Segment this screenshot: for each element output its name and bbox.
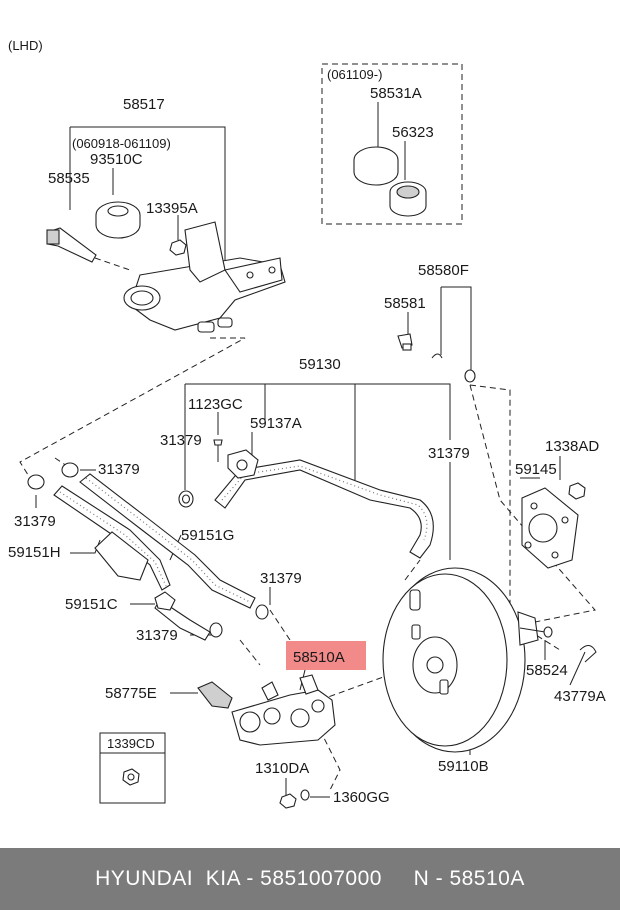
- check-valve-58581[interactable]: [397, 333, 413, 351]
- label-31379-a[interactable]: 31379: [160, 432, 202, 449]
- connector-59151C[interactable]: [154, 591, 176, 611]
- label-58531A[interactable]: 58531A: [370, 85, 422, 102]
- label-59151G[interactable]: 59151G: [181, 527, 234, 544]
- clamp-31379-a[interactable]: [178, 490, 194, 508]
- label-date-range-1: (060918-061109): [72, 136, 171, 151]
- clamp-31379-e[interactable]: [255, 604, 269, 620]
- brake-booster-59110B[interactable]: [382, 567, 546, 753]
- variant-label: (LHD): [8, 38, 43, 53]
- nut-1338AD[interactable]: [568, 482, 586, 500]
- label-59110B[interactable]: 59110B: [438, 758, 489, 775]
- label-1310DA[interactable]: 1310DA: [255, 760, 309, 777]
- clip-58580F-a[interactable]: [431, 353, 443, 359]
- label-31379-c[interactable]: 31379: [98, 461, 140, 478]
- label-59137A[interactable]: 59137A: [250, 415, 302, 432]
- clamp-31379-d[interactable]: [27, 474, 45, 490]
- footer-part-number: HYUNDAI KIA - 5851007000 N - 58510A: [95, 867, 525, 890]
- bolt-1123GC[interactable]: [213, 439, 223, 462]
- label-13395A[interactable]: 13395A: [146, 200, 198, 217]
- assembly-lines: [19, 63, 596, 791]
- vacuum-hose-59130[interactable]: [214, 459, 434, 559]
- label-56323[interactable]: 56323: [392, 124, 434, 141]
- grommet-58580F-b[interactable]: [464, 369, 476, 383]
- nut-1339CD[interactable]: [122, 768, 140, 786]
- pin-58524[interactable]: [543, 626, 553, 638]
- label-1123GC[interactable]: 1123GC: [188, 396, 243, 413]
- footer-bar: HYUNDAI KIA - 5851007000 N - 58510A: [0, 848, 620, 910]
- highlight-box: [286, 641, 366, 670]
- sleeve-59151H[interactable]: [94, 531, 149, 581]
- label-59145[interactable]: 59145: [515, 461, 557, 478]
- label-59130[interactable]: 59130: [299, 356, 341, 373]
- label-58775E[interactable]: 58775E: [105, 685, 157, 702]
- level-sensor-58535[interactable]: [46, 227, 97, 263]
- master-cylinder-58510A[interactable]: [231, 674, 336, 746]
- reservoir-cap-93510C[interactable]: [95, 201, 141, 239]
- label-59151H[interactable]: 59151H: [8, 544, 61, 561]
- label-58517[interactable]: 58517: [123, 96, 165, 113]
- reservoir-assembly[interactable]: [123, 221, 286, 333]
- label-43779A[interactable]: 43779A: [554, 688, 606, 705]
- label-date-range-2: (061109-): [327, 67, 382, 82]
- gasket-59145[interactable]: [521, 487, 579, 569]
- label-1360GG[interactable]: 1360GG: [333, 789, 390, 806]
- washer-1360GG[interactable]: [300, 789, 310, 801]
- label-58581[interactable]: 58581: [384, 295, 426, 312]
- label-58535[interactable]: 58535: [48, 170, 90, 187]
- label-1339CD[interactable]: 1339CD: [107, 736, 155, 751]
- label-58524[interactable]: 58524: [526, 662, 568, 679]
- label-31379-f[interactable]: 31379: [136, 627, 178, 644]
- label-1338AD[interactable]: 1338AD: [545, 438, 599, 455]
- parts-diagram: (LHD) 58517 (060918-061109) 93510C 58535…: [8, 38, 606, 809]
- clamp-31379-c[interactable]: [61, 462, 79, 478]
- cap-58531A[interactable]: [353, 146, 399, 186]
- clamp-31379-f[interactable]: [209, 622, 223, 638]
- inset-box-1339CD: [99, 732, 166, 804]
- label-58510A[interactable]: 58510A: [293, 649, 345, 666]
- label-58580F[interactable]: 58580F: [418, 262, 469, 279]
- fitting-58775E[interactable]: [197, 681, 233, 709]
- leader-lines: [35, 102, 586, 798]
- bracket-59137A[interactable]: [227, 449, 259, 479]
- label-59151C[interactable]: 59151C: [65, 596, 118, 613]
- nut-1310DA[interactable]: [279, 793, 297, 809]
- bolt-13395A[interactable]: [169, 239, 187, 256]
- label-93510C[interactable]: 93510C: [90, 151, 143, 168]
- filter-56323[interactable]: [389, 181, 427, 217]
- label-31379-b[interactable]: 31379: [428, 445, 470, 462]
- clip-43779A[interactable]: [579, 645, 597, 663]
- label-31379-d[interactable]: 31379: [14, 513, 56, 530]
- label-31379-e[interactable]: 31379: [260, 570, 302, 587]
